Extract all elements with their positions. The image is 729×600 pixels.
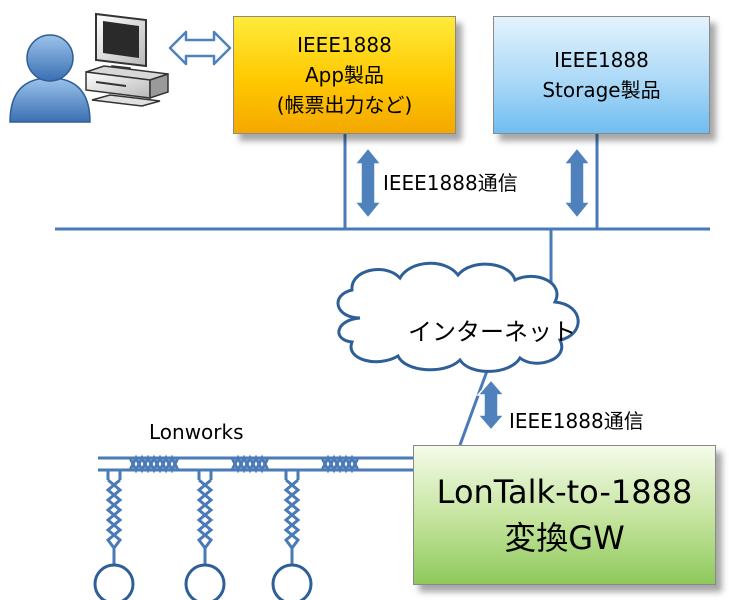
gateway-box-line1: LonTalk-to-1888 <box>436 473 693 511</box>
cloud-icon <box>336 261 580 373</box>
lonworks-bus <box>98 454 413 474</box>
storage-box-line2: Storage製品 <box>542 78 661 102</box>
device-node-icon <box>184 470 226 600</box>
device-node-icon <box>271 470 313 600</box>
lonworks-label: Lonworks <box>149 420 244 444</box>
device-node-icon <box>93 470 135 600</box>
computer-icon <box>85 12 169 107</box>
comm-label-lower: IEEE1888通信 <box>509 409 644 433</box>
app-product-box: IEEE1888 App製品 (帳票出力など) <box>233 16 456 134</box>
gateway-box-line2: 変換GW <box>504 519 625 557</box>
gateway-box: LonTalk-to-1888 変換GW <box>413 445 716 585</box>
user-icon <box>9 34 91 123</box>
comm-arrow-storage-icon <box>562 146 592 220</box>
comm-label-upper: IEEE1888通信 <box>383 171 518 195</box>
storage-product-box: IEEE1888 Storage製品 <box>493 16 710 134</box>
comm-arrow-app-icon <box>353 146 383 220</box>
internet-label: インターネット <box>408 318 576 346</box>
app-box-line3: (帳票出力など) <box>276 93 413 117</box>
network-lines <box>55 134 710 446</box>
app-box-line1: IEEE1888 <box>297 33 392 57</box>
storage-box-line1: IEEE1888 <box>554 48 649 72</box>
double-arrow-icon <box>168 30 232 66</box>
comm-arrow-gateway-icon <box>476 378 506 432</box>
app-box-line2: App製品 <box>304 63 385 87</box>
cloud-gateway-line <box>458 359 493 446</box>
